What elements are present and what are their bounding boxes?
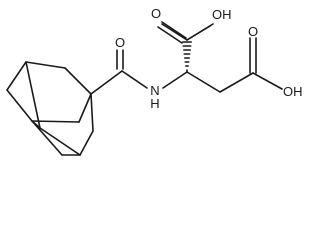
amide-hydrogen-label: H bbox=[150, 96, 159, 111]
amide-oxygen-label: O bbox=[115, 35, 125, 50]
carboxyl-2-hydroxyl-label: OH bbox=[283, 84, 303, 99]
carboxyl-1-oxygen-label: O bbox=[151, 6, 161, 21]
amide-nitrogen-label: N bbox=[150, 83, 159, 98]
adamantane-cage bbox=[6, 61, 94, 156]
amide-group bbox=[90, 49, 148, 95]
carboxyl-2-oxygen-label: O bbox=[248, 24, 258, 39]
alpha-carbon-bonds bbox=[161, 23, 214, 89]
carboxyl-1 bbox=[157, 21, 211, 44]
chemical-structure: O N H O OH O OH bbox=[6, 6, 303, 156]
carboxyl-1-hydroxyl-label: OH bbox=[212, 7, 232, 22]
stereo-hashed-wedge bbox=[182, 41, 192, 73]
atom-labels: O N H O OH O OH bbox=[115, 6, 303, 111]
side-chain bbox=[186, 37, 283, 93]
